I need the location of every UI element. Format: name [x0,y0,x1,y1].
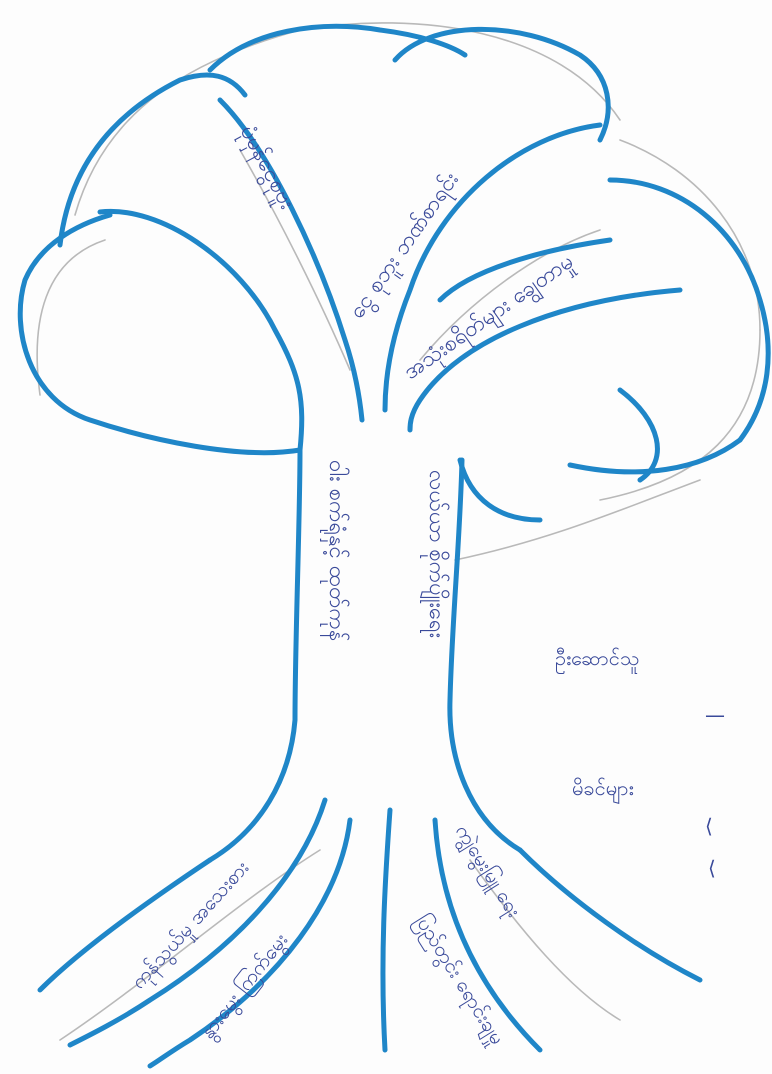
tree-trunk [210,450,520,860]
side-note-mark-1: ⟨ [705,814,713,838]
side-note-dash: — [705,703,725,727]
side-note-1: ဦးဆောင်သူ [555,646,639,674]
side-note-2: မိခင်များ [572,776,634,804]
side-note-mark-2: ⟨ [708,856,716,880]
trunk-label-2: လယ်ယာ စိုက်ပျိုးရေး [419,470,450,638]
trunk-label-1: ဝါး စက်ရုံနှင့် ထုတ်ကုန် [319,460,350,641]
tree-roots [40,800,700,1066]
crown-label-1: ပုံမှန်ငွေစုဗူး [230,121,300,216]
root-label-3: ကျွဲမွေးမြူ ရေး [447,820,527,924]
root-label-2: နွားမွေး ကြက်မွေး [195,928,295,1045]
pencil-guides [37,23,760,1040]
